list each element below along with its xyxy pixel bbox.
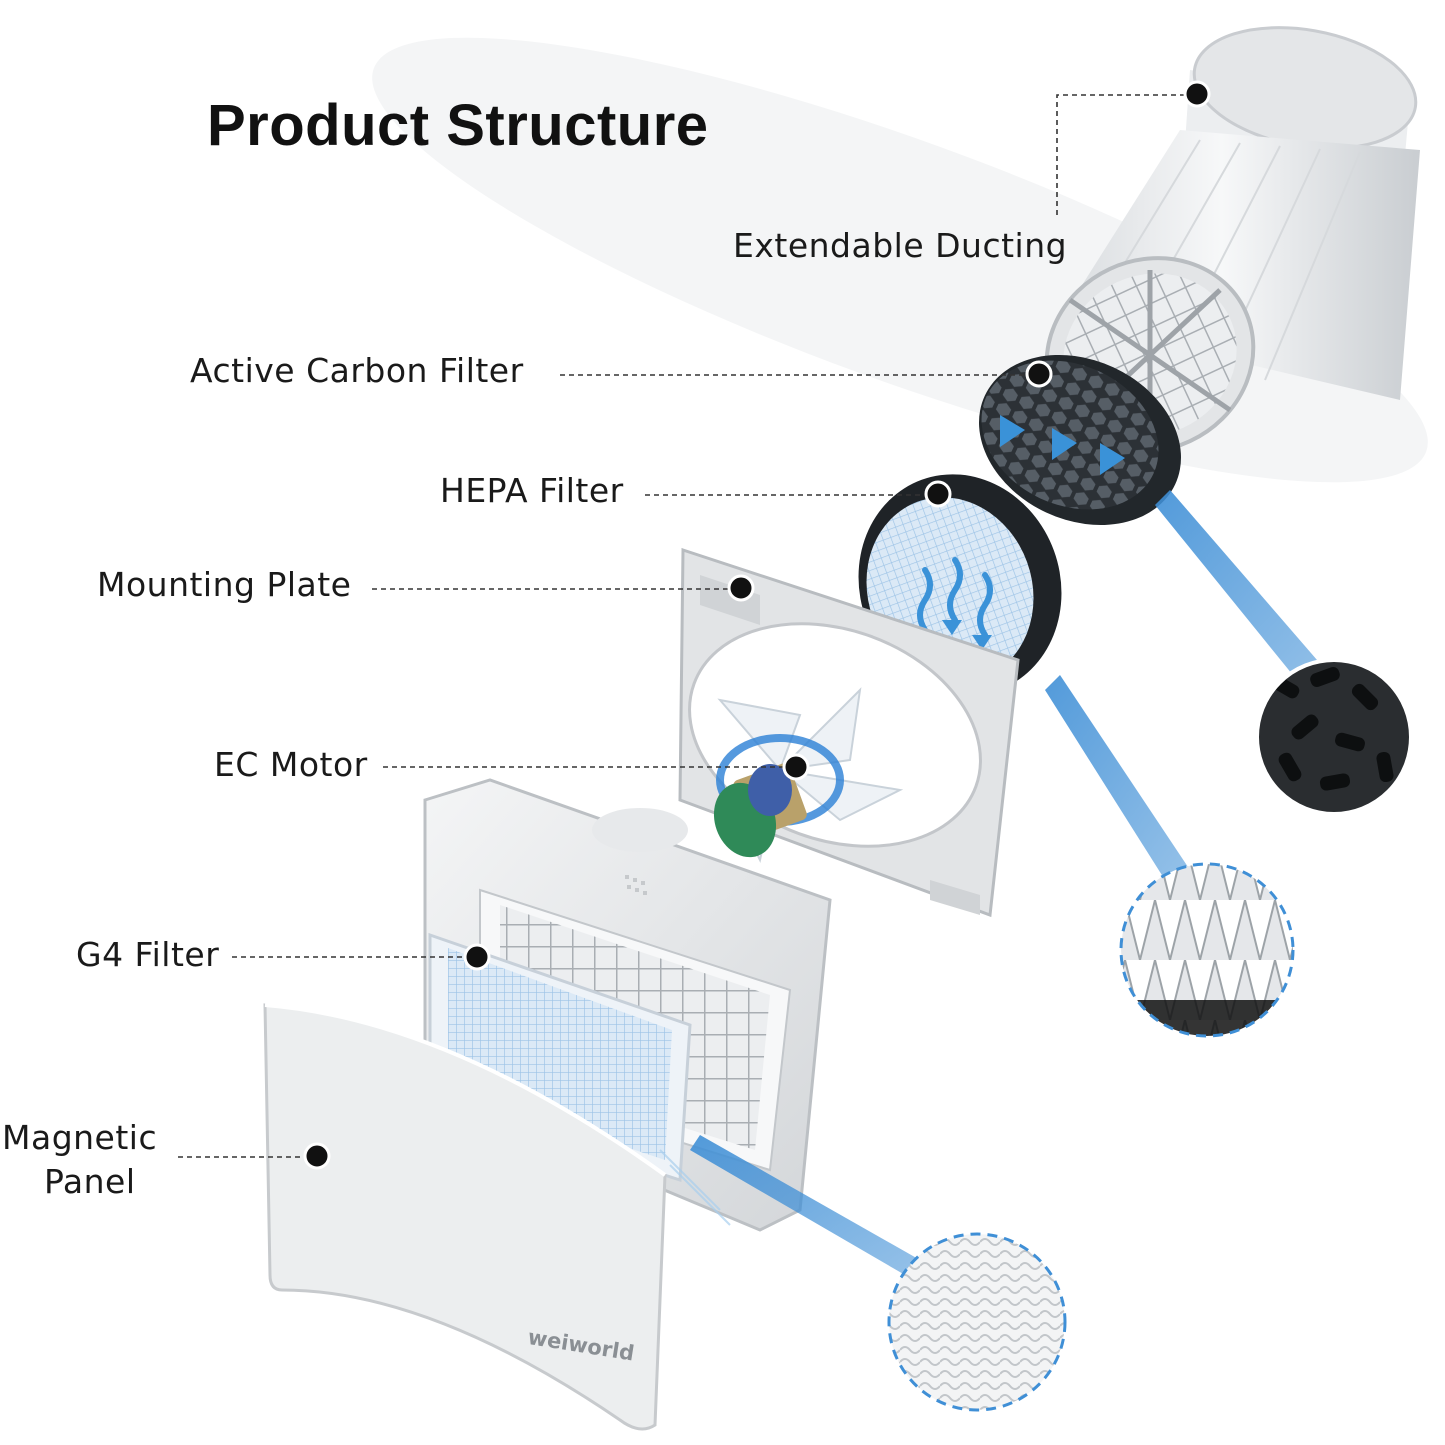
active-carbon-filter-part bbox=[979, 354, 1181, 526]
label-magnetic: Magnetic bbox=[2, 1118, 158, 1157]
ducting-dot bbox=[1183, 80, 1211, 108]
plate-dot bbox=[727, 574, 755, 602]
label-active-carbon-filter: Active Carbon Filter bbox=[190, 351, 524, 390]
label-g4-filter: G4 Filter bbox=[76, 935, 220, 974]
label-hepa-filter: HEPA Filter bbox=[440, 471, 624, 510]
hepa-pleats-detail bbox=[1119, 862, 1295, 1038]
g4-fiber-detail bbox=[887, 1232, 1067, 1412]
ec-motor-part bbox=[713, 687, 904, 863]
label-mounting-plate: Mounting Plate bbox=[97, 565, 352, 604]
label-ec-motor: EC Motor bbox=[214, 745, 368, 784]
leader-lines bbox=[178, 94, 1193, 1158]
callout-dots bbox=[303, 80, 1211, 1170]
label-panel: Panel bbox=[44, 1162, 136, 1201]
zoom-beams bbox=[690, 490, 1330, 1275]
page-title: Product Structure bbox=[207, 93, 709, 158]
carbon-dot bbox=[1025, 360, 1053, 388]
motor-dot bbox=[782, 753, 810, 781]
carbon-granules-detail bbox=[1255, 658, 1413, 816]
magnetic-panel-part bbox=[263, 1003, 667, 1431]
g4-dot bbox=[463, 943, 491, 971]
label-extendable-ducting: Extendable Ducting bbox=[733, 226, 1068, 265]
hepa-dot bbox=[924, 480, 952, 508]
panel-dot bbox=[303, 1142, 331, 1170]
